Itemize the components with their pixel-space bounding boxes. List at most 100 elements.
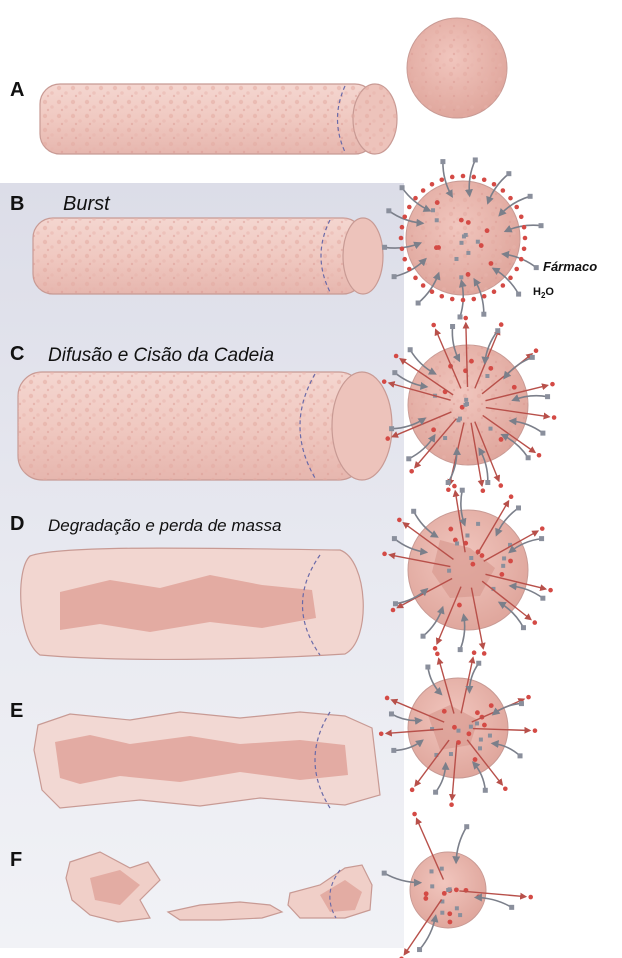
water-particle <box>435 218 439 222</box>
drug-particle <box>475 710 480 715</box>
drug-particle <box>472 650 477 655</box>
water-particle <box>458 417 462 421</box>
drug-particle <box>452 725 457 730</box>
drug-particle <box>469 359 474 364</box>
drug-particle <box>413 276 418 281</box>
panel-letter-a: A <box>10 79 24 101</box>
drug-particle <box>552 415 557 420</box>
drug-particle <box>424 891 429 896</box>
drug-particle <box>382 379 387 384</box>
drug-particle <box>471 297 476 302</box>
water-particle <box>392 274 397 279</box>
panel-letter-b: B <box>10 193 24 215</box>
sphere-f <box>382 812 533 958</box>
drug-particle <box>400 246 405 251</box>
drug-particle <box>533 728 538 733</box>
drug-particle <box>482 177 487 182</box>
drug-particle <box>508 276 513 281</box>
panel-letters: A B C D E F <box>10 79 24 871</box>
water-particle <box>495 328 500 333</box>
drug-particle <box>447 911 452 916</box>
drug-particle <box>430 182 435 187</box>
water-particle <box>408 347 413 352</box>
drug-particle <box>514 267 519 272</box>
water-particle <box>392 370 397 375</box>
drug-particle <box>532 620 537 625</box>
water-particle <box>485 374 489 378</box>
drug-particle <box>514 205 519 210</box>
drug-particle <box>435 652 440 657</box>
water-particle <box>449 752 453 756</box>
water-particle <box>411 509 416 514</box>
drug-particle <box>463 316 468 321</box>
water-particle <box>506 171 511 176</box>
drug-particle <box>448 527 453 532</box>
water-particle <box>540 431 545 436</box>
drug-particle <box>534 348 539 353</box>
water-particle <box>516 505 521 510</box>
water-particle <box>458 647 463 652</box>
water-particle <box>433 790 438 795</box>
panel-d <box>21 484 553 660</box>
drug-particle <box>548 588 553 593</box>
water-particle <box>455 541 459 545</box>
water-particle <box>454 257 458 261</box>
drug-particle <box>397 518 402 523</box>
panel-letter-f: F <box>10 849 22 871</box>
drug-particle <box>540 526 545 531</box>
sphere-c <box>382 316 557 493</box>
drug-particle <box>528 895 533 900</box>
panel-b <box>33 157 544 319</box>
drug-particle <box>498 483 503 488</box>
water-particle <box>479 738 483 742</box>
drug-particle <box>470 562 475 567</box>
water-particle <box>460 241 464 245</box>
water-particle <box>391 748 396 753</box>
drug-particle <box>473 757 478 762</box>
panel-f <box>66 812 533 958</box>
water-particle <box>400 185 405 190</box>
water-particle <box>501 564 505 568</box>
drug-particle <box>448 920 453 925</box>
panel-a <box>40 18 507 154</box>
drug-particle <box>550 382 555 387</box>
panel-letter-d: D <box>10 513 24 535</box>
drug-particle <box>410 788 415 793</box>
drug-particle <box>379 731 384 736</box>
water-particle <box>481 312 486 317</box>
water-particle <box>446 480 451 485</box>
stage-title-b: Burst <box>63 193 111 215</box>
drug-particle <box>522 246 527 251</box>
drug-particle <box>489 703 494 708</box>
drug-particle <box>400 225 405 230</box>
water-particle <box>488 734 492 738</box>
drug-particle <box>482 294 487 299</box>
drug-particle <box>509 494 514 499</box>
drug-particle <box>471 175 476 180</box>
drug-particle <box>461 298 466 303</box>
sphere-e <box>379 650 537 807</box>
drug-particle <box>452 484 457 489</box>
water-particle <box>530 355 535 360</box>
drug-particle <box>508 196 513 201</box>
legend-water-label: H2O <box>533 286 554 300</box>
water-particle <box>459 275 463 279</box>
water-particle <box>447 569 451 573</box>
water-particle <box>464 824 469 829</box>
drug-particle <box>421 283 426 288</box>
water-particle <box>463 403 467 407</box>
water-particle <box>476 522 480 526</box>
water-particle <box>516 292 521 297</box>
drug-particle <box>450 175 455 180</box>
water-particle <box>473 157 478 162</box>
panel-letter-c: C <box>10 343 24 365</box>
water-particle <box>476 240 480 244</box>
water-particle <box>440 159 445 164</box>
drug-particle <box>385 696 390 701</box>
drug-particle <box>519 257 524 262</box>
drug-particle <box>439 177 444 182</box>
water-particle <box>539 223 544 228</box>
drug-particle <box>480 553 485 558</box>
drug-particle <box>466 272 471 277</box>
water-particle <box>440 867 444 871</box>
